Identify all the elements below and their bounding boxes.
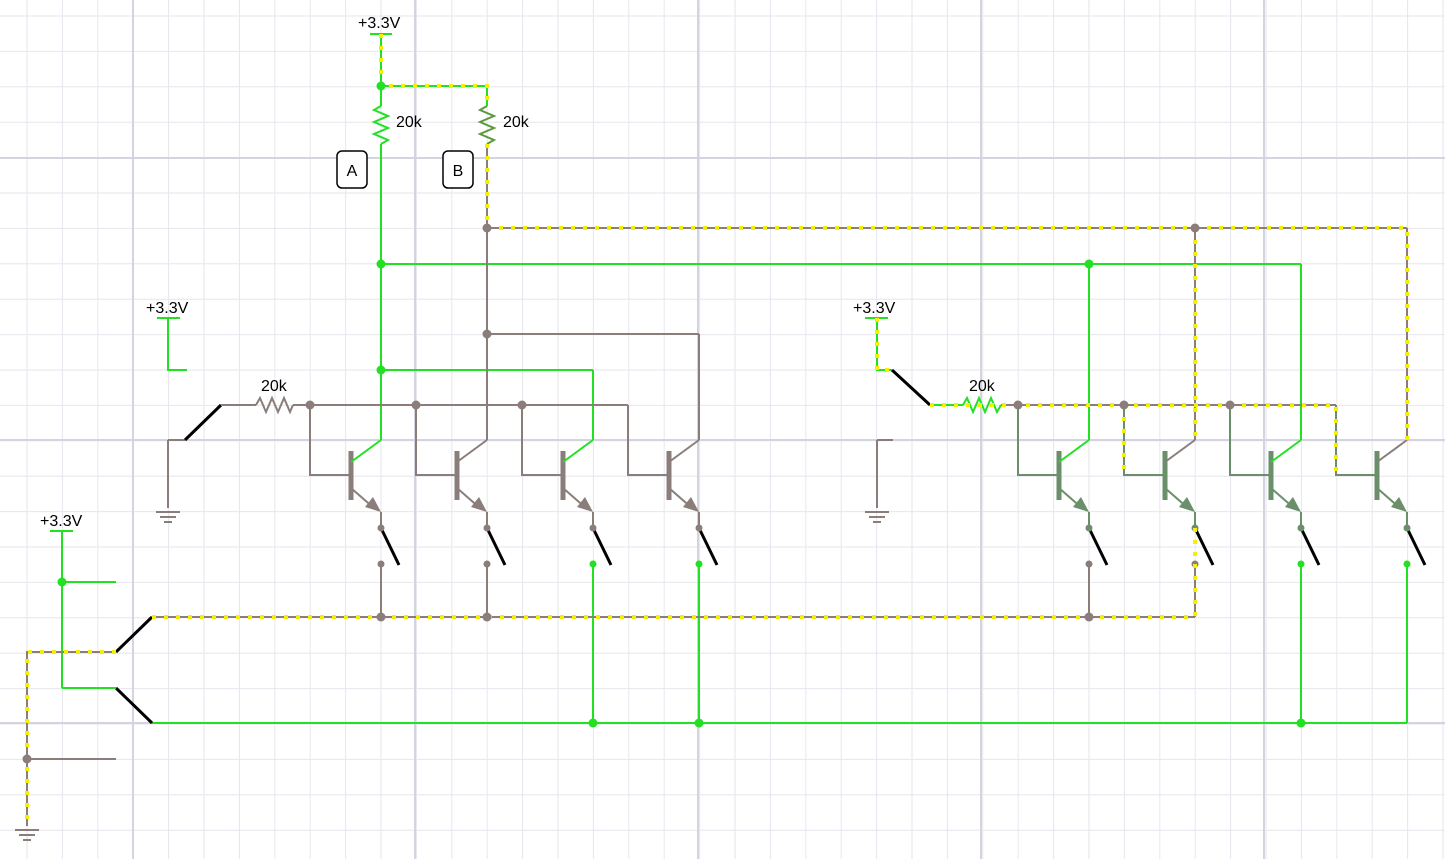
transistor-8[interactable] xyxy=(1335,405,1427,723)
emitter-switch-7[interactable] xyxy=(1299,527,1321,566)
resistor-a-value: 20k xyxy=(396,114,423,131)
svg-text:B: B xyxy=(453,163,464,180)
transistor-1[interactable] xyxy=(309,405,401,617)
transistor-4[interactable] xyxy=(627,405,719,723)
svg-text:A: A xyxy=(347,163,358,180)
resistor-b-value: 20k xyxy=(503,114,530,131)
resistor-b[interactable] xyxy=(477,105,497,145)
supply-bottom-left[interactable]: +3.3V xyxy=(40,513,116,688)
input-switch-left[interactable] xyxy=(183,403,223,442)
junctions xyxy=(22,81,1306,764)
supply-label-bottom-left: +3.3V xyxy=(40,513,83,530)
ground-left xyxy=(156,511,180,523)
output-b-label[interactable]: B xyxy=(442,150,474,189)
selector-switch-lower[interactable] xyxy=(114,686,154,725)
resistor-base-right-value: 20k xyxy=(969,378,996,395)
transistor-array xyxy=(309,405,1427,723)
transistor-6[interactable] xyxy=(1123,405,1215,617)
ground-right xyxy=(865,511,889,523)
transistor-5[interactable] xyxy=(1017,405,1109,617)
supply-left[interactable]: +3.3V xyxy=(146,300,189,371)
transistor-2[interactable] xyxy=(415,405,507,617)
resistor-a[interactable] xyxy=(371,105,391,145)
supply-label-left: +3.3V xyxy=(146,300,189,317)
emitter-switch-2[interactable] xyxy=(485,527,507,566)
input-switch-right[interactable] xyxy=(890,368,932,407)
transistor-3[interactable] xyxy=(521,405,613,723)
emitter-switch-4[interactable] xyxy=(697,527,719,566)
output-a-label[interactable]: A xyxy=(336,150,368,189)
ground-bottom-left xyxy=(15,829,39,841)
supply-label-right: +3.3V xyxy=(853,300,896,317)
emitter-switch-1[interactable] xyxy=(379,527,401,566)
current-flow xyxy=(25,34,1409,826)
emitter-switch-8[interactable] xyxy=(1405,527,1427,566)
resistor-base-left[interactable] xyxy=(255,395,294,415)
emitter-switch-6[interactable] xyxy=(1193,527,1215,566)
supply-label-top: +3.3V xyxy=(358,15,401,32)
emitter-switch-3[interactable] xyxy=(591,527,613,566)
supply-top[interactable]: +3.3V xyxy=(358,15,401,86)
resistor-base-left-value: 20k xyxy=(261,378,288,395)
emitter-switch-5[interactable] xyxy=(1087,527,1109,566)
transistor-7[interactable] xyxy=(1229,405,1321,723)
selector-switch-upper[interactable] xyxy=(114,615,154,654)
